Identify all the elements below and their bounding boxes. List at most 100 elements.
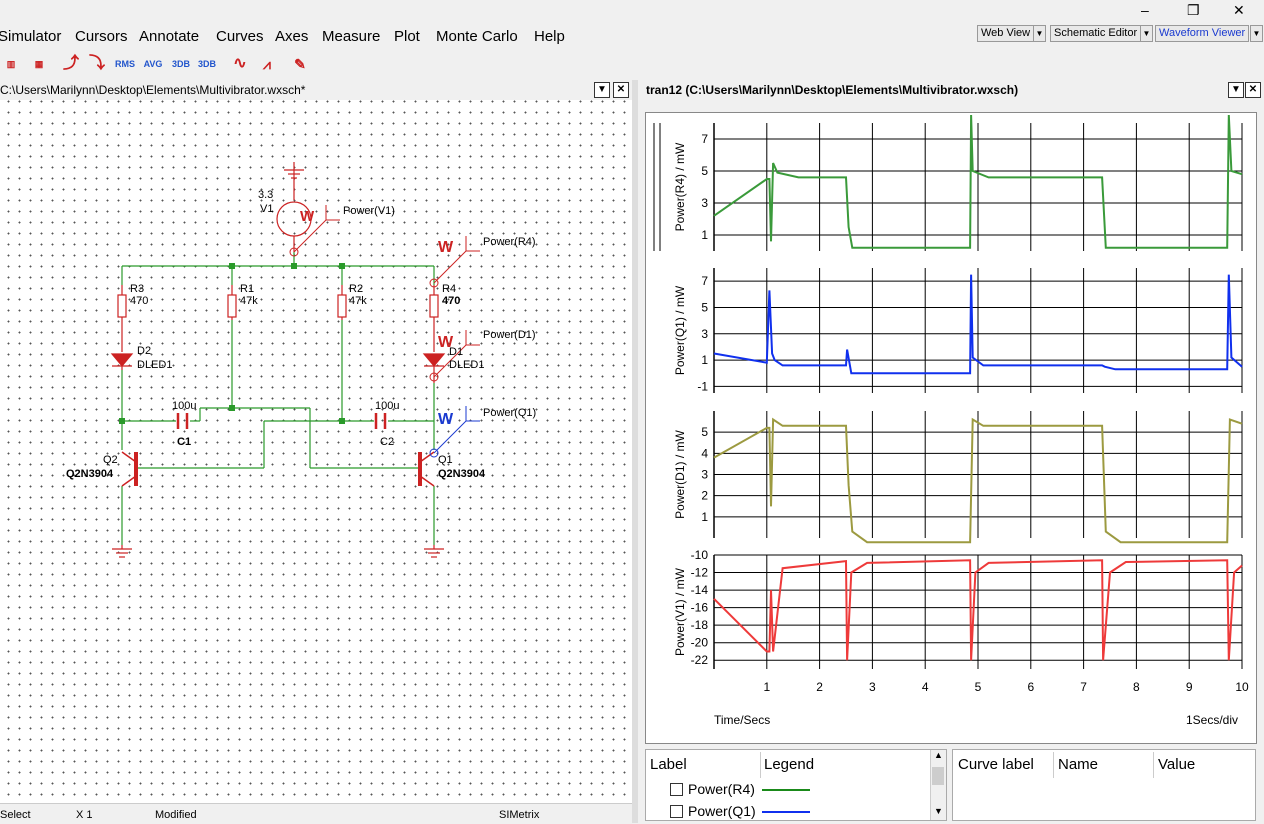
- schematic-close-icon[interactable]: ✕: [613, 82, 629, 98]
- q2-name: Q2: [103, 454, 118, 466]
- menu-cursors[interactable]: Cursors: [75, 28, 128, 45]
- web-view-button[interactable]: Web View: [977, 25, 1035, 42]
- menu-help[interactable]: Help: [534, 28, 565, 45]
- restore-icon[interactable]: ❐: [1187, 2, 1200, 18]
- power-q1-checkbox[interactable]: [670, 805, 683, 818]
- menu-bar: Simulator Cursors Annotate Curves Axes M…: [0, 24, 1264, 48]
- legend-swatch-q1: [762, 811, 810, 813]
- scroll-up-icon[interactable]: ▲: [934, 750, 943, 760]
- graph-title: tran12 (C:\Users\Marilynn\Desktop\Elemen…: [646, 83, 1019, 97]
- fft-icon[interactable]: ⩘: [263, 56, 271, 72]
- d2-name: D2: [137, 345, 151, 357]
- legend-row-label: Power(Q1): [688, 803, 756, 819]
- power-d1-label: Power(D1): [483, 329, 536, 341]
- graph-menu-icon[interactable]: ▼: [1228, 82, 1244, 98]
- minimize-icon[interactable]: –: [1141, 2, 1149, 18]
- menu-axes[interactable]: Axes: [275, 28, 309, 45]
- graph-panel-header: tran12 (C:\Users\Marilynn\Desktop\Elemen…: [638, 80, 1264, 100]
- web-view-dropdown-icon[interactable]: ▼: [1033, 25, 1046, 42]
- y-tick-label: -20: [691, 636, 709, 650]
- chart-icon[interactable]: ▦: [34, 59, 44, 69]
- waveform-viewer-button[interactable]: Waveform Viewer: [1155, 25, 1250, 42]
- menu-monte-carlo[interactable]: Monte Carlo: [436, 28, 518, 45]
- power-q1-label: Power(Q1): [483, 407, 536, 419]
- y-axis-label: Power(D1) / mW: [673, 429, 687, 518]
- rms-button[interactable]: RMS: [115, 59, 135, 69]
- q2-value: Q2N3904: [66, 468, 114, 480]
- x-tick-label: 2: [816, 680, 823, 694]
- schematic-editor-button[interactable]: Schematic Editor: [1050, 25, 1142, 42]
- series-line: [713, 417, 1243, 544]
- menu-simulator[interactable]: Simulator: [0, 28, 62, 45]
- d2-value: DLED1: [137, 359, 172, 371]
- graph-close-icon[interactable]: ✕: [1245, 82, 1261, 98]
- schematic-canvas[interactable]: 3.3 V1 W Power(V1) W Power(R4) W Power(D…: [0, 100, 632, 803]
- grid-icon[interactable]: ▥: [6, 59, 16, 69]
- y-tick-label: 1: [701, 228, 708, 242]
- avg-button[interactable]: AVG: [143, 59, 163, 69]
- x-tick-label: 10: [1235, 680, 1249, 694]
- v1-name: V1: [260, 203, 273, 215]
- menu-curves[interactable]: Curves: [216, 28, 264, 45]
- cursor-col-curve-label: Curve label: [958, 756, 1034, 773]
- menu-annotate[interactable]: Annotate: [139, 28, 200, 45]
- y-tick-label: 1: [701, 353, 708, 367]
- menu-measure[interactable]: Measure: [322, 28, 381, 45]
- r1-value: 47k: [240, 295, 258, 307]
- y-tick-label: -16: [691, 601, 709, 615]
- y-axis-label: Power(R4) / mW: [673, 142, 687, 231]
- v1-probe-marker: W: [300, 208, 315, 225]
- y-tick-label: 3: [701, 468, 708, 482]
- c1-name: C1: [177, 436, 191, 448]
- series-line: [713, 114, 1243, 249]
- cursor-col-value: Value: [1158, 756, 1196, 773]
- c2-name: C2: [380, 436, 394, 448]
- 3db-button[interactable]: 3DB: [171, 59, 190, 69]
- y-tick-label: 5: [701, 164, 708, 178]
- cursor-down-icon[interactable]: ⤵: [88, 55, 105, 72]
- legend-swatch-r4: [762, 789, 810, 791]
- legend-scrollbar[interactable]: ▲ ▼: [930, 750, 946, 820]
- legend-col-legend: Legend: [764, 756, 815, 773]
- x-tick-label: 4: [922, 680, 929, 694]
- y-axis-label: Power(V1) / mW: [673, 567, 687, 656]
- scroll-thumb[interactable]: [932, 767, 944, 785]
- r2-name: R2: [349, 283, 363, 295]
- cursor-table: Curve label Name Value: [952, 749, 1256, 821]
- y-tick-label: 3: [701, 196, 708, 210]
- q1-value: Q2N3904: [438, 468, 486, 480]
- power-r4-checkbox[interactable]: [670, 783, 683, 796]
- r2-value: 47k: [349, 295, 367, 307]
- schematic-panel-header: C:\Users\Marilynn\Desktop\Elements\Multi…: [0, 80, 632, 100]
- series-line: [713, 559, 1243, 661]
- waveform-dropdown-icon[interactable]: ▼: [1250, 25, 1263, 42]
- y-tick-label: 5: [701, 300, 708, 314]
- x-scale-label: 1Secs/div: [1186, 713, 1239, 727]
- r1-name: R1: [240, 283, 254, 295]
- d1-probe-marker: W: [438, 334, 454, 351]
- power-v1-label: Power(V1): [343, 205, 395, 217]
- y-tick-label: 4: [701, 446, 708, 460]
- cursor-icon[interactable]: ⤴: [62, 55, 79, 72]
- y-tick-label: -10: [691, 548, 709, 562]
- status-mode: Select: [0, 809, 31, 821]
- 3db-high-button[interactable]: 3DB: [197, 59, 216, 69]
- r3-name: R3: [130, 283, 144, 295]
- splitter[interactable]: [632, 80, 638, 823]
- menu-plot[interactable]: Plot: [394, 28, 420, 45]
- d1-value: DLED1: [449, 359, 484, 371]
- y-tick-label: 5: [701, 425, 708, 439]
- cursor-col-name: Name: [1058, 756, 1099, 773]
- x-tick-label: 1: [763, 680, 770, 694]
- q1-name: Q1: [438, 454, 453, 466]
- y-tick-label: -1: [697, 379, 708, 393]
- close-icon[interactable]: ✕: [1233, 2, 1245, 18]
- schematic-dropdown-icon[interactable]: ▼: [1140, 25, 1153, 42]
- x-axis-label: Time/Secs: [714, 713, 771, 727]
- schematic-menu-icon[interactable]: ▼: [594, 82, 610, 98]
- r3-value: 470: [130, 295, 148, 307]
- pen-icon[interactable]: ✎: [294, 56, 306, 72]
- waveform-icon[interactable]: ∿: [233, 55, 247, 72]
- scroll-down-icon[interactable]: ▼: [934, 806, 943, 816]
